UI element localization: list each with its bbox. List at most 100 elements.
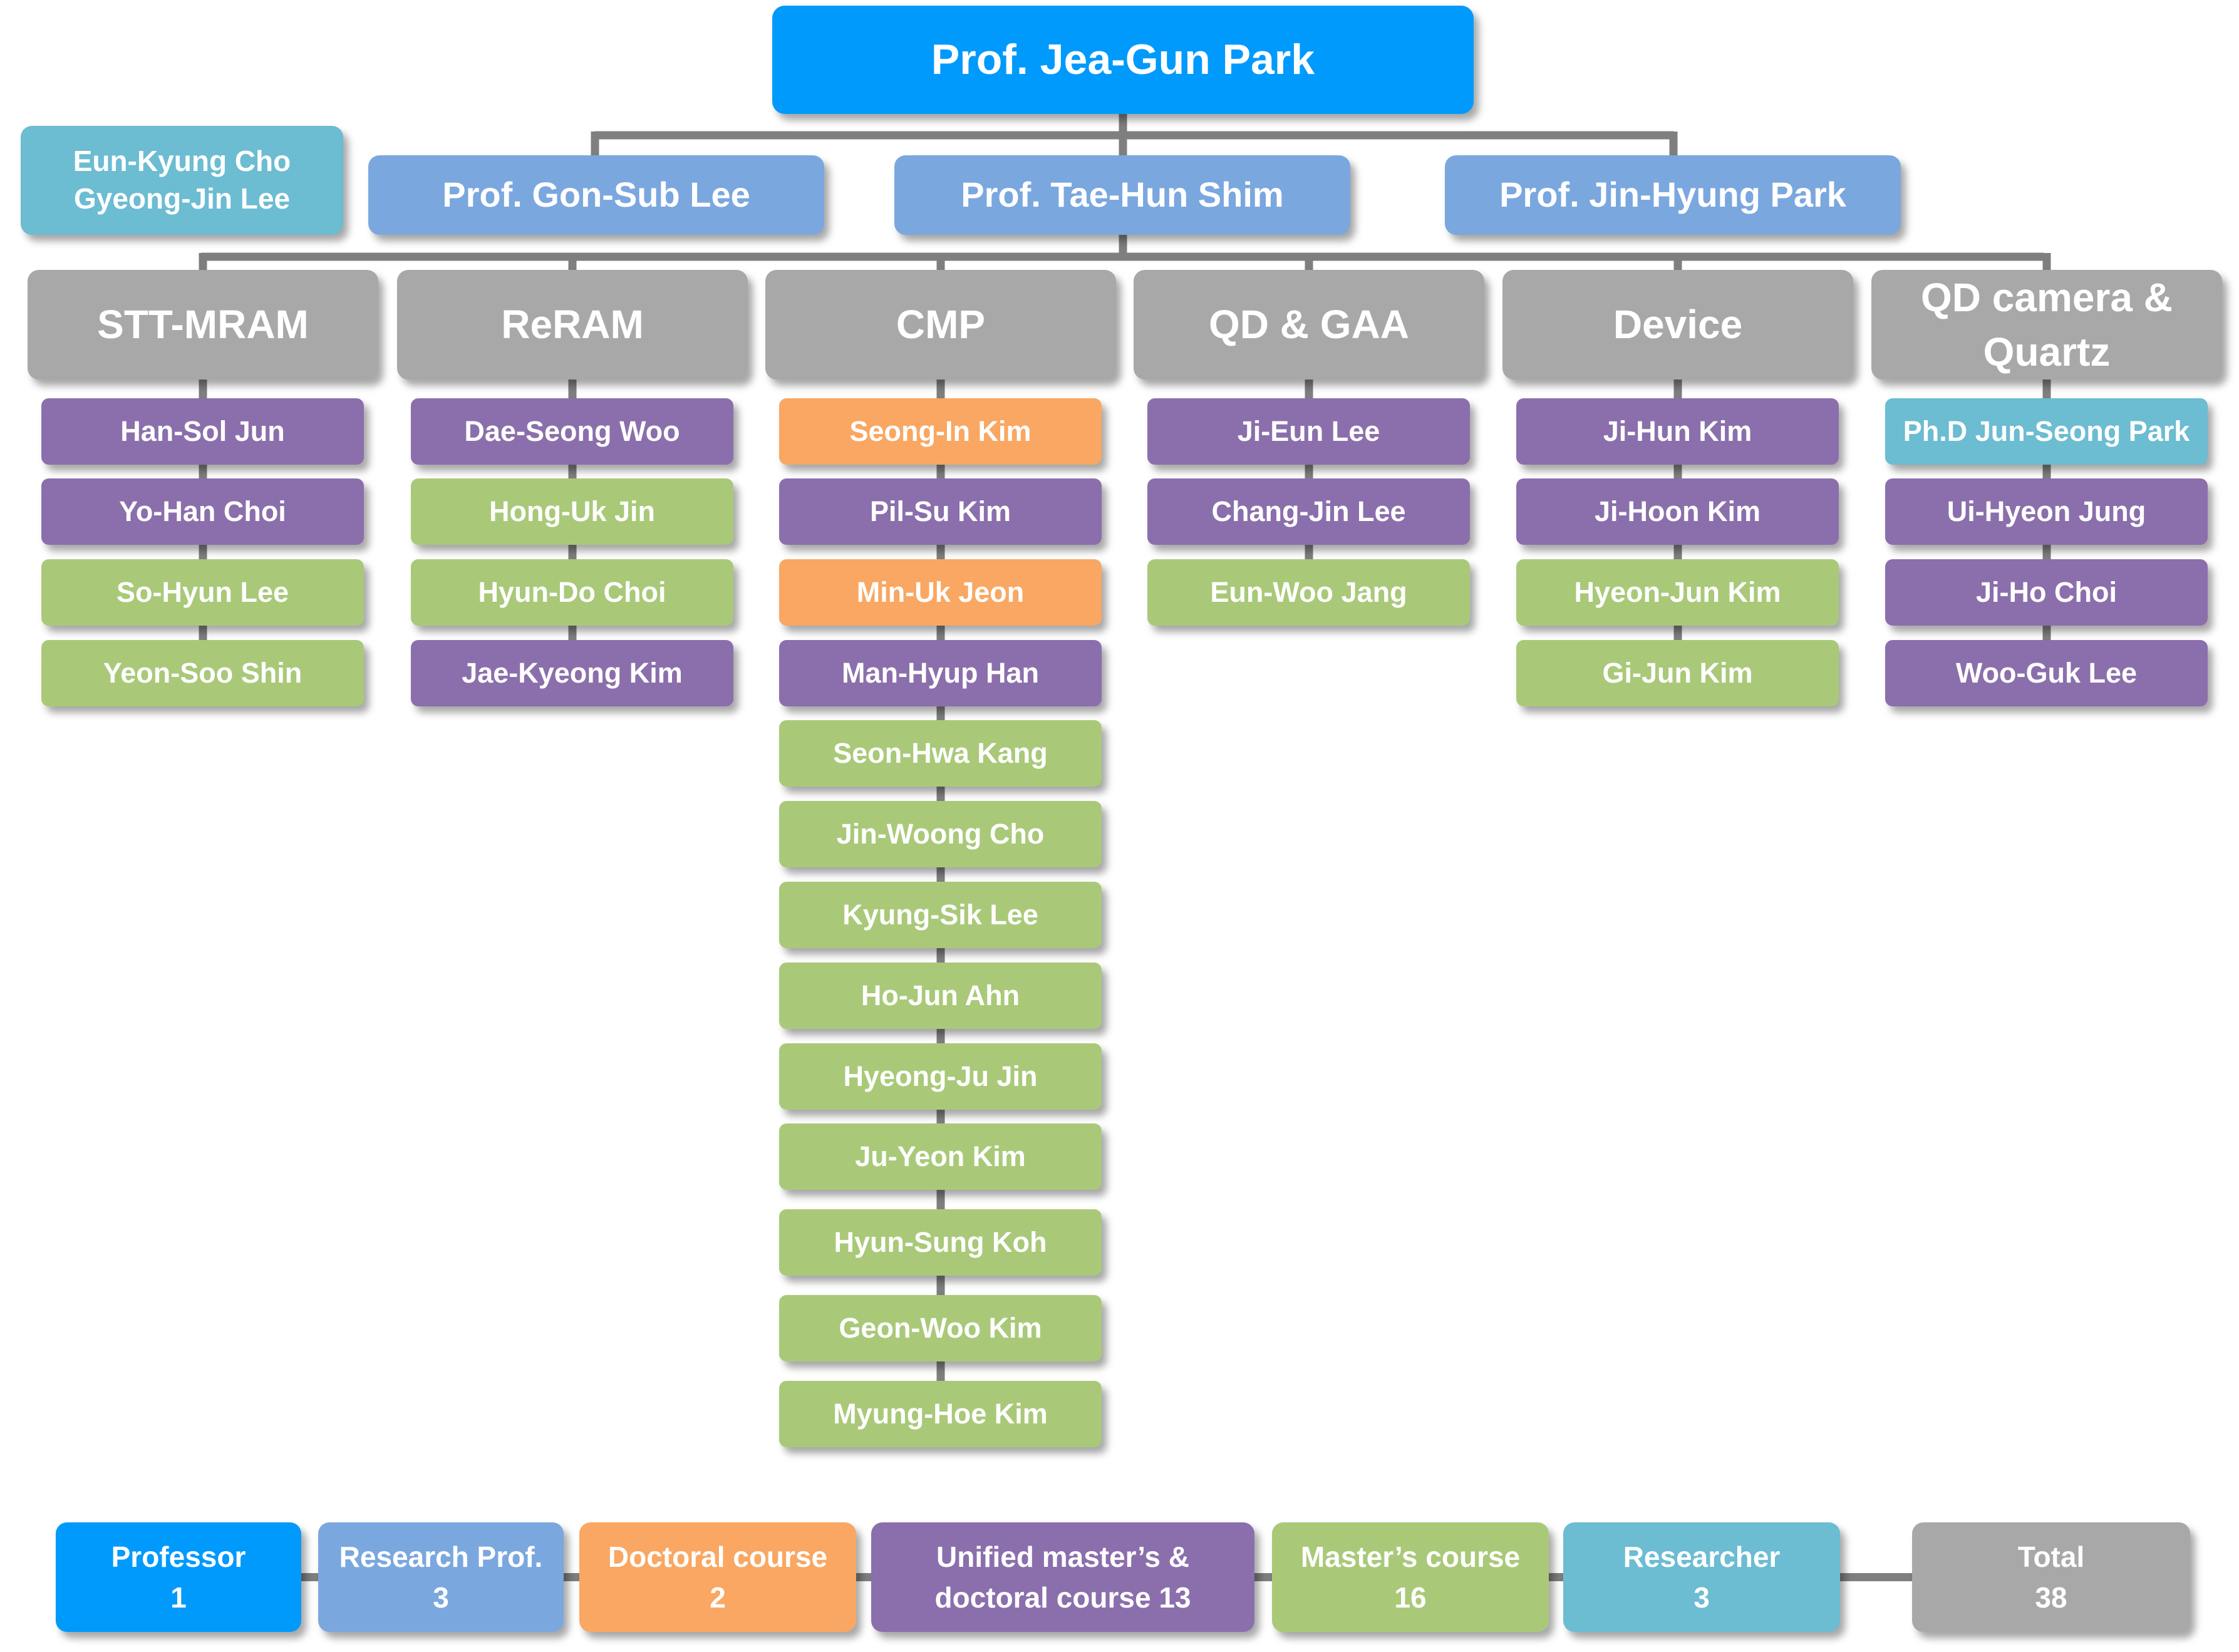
group-header-box: CMP <box>765 270 1116 379</box>
member-name: Min-Uk Jeon <box>856 576 1025 608</box>
research-prof-box: Prof. Gon-Sub Lee <box>368 155 824 235</box>
member-box: Hyeon-Jun Kim <box>1516 559 1839 626</box>
member-name: Ph.D Jun-Seong Park <box>1903 415 2190 447</box>
research-prof-name: Prof. Jin-Hyung Park <box>1499 175 1846 215</box>
group-title: STT-MRAM <box>97 302 309 348</box>
member-name: Han-Sol Jun <box>120 415 285 447</box>
group-header-box: ReRAM <box>397 270 748 379</box>
legend-count: 3 <box>1693 1581 1710 1614</box>
member-box: Ju-Yeon Kim <box>779 1123 1102 1190</box>
member-name: Geon-Woo Kim <box>839 1311 1042 1344</box>
legend-box: Researcher 3 <box>1563 1522 1840 1632</box>
member-name: Ji-Eun Lee <box>1237 415 1380 447</box>
member-box: Ji-Eun Lee <box>1147 398 1470 465</box>
head-professor-name: Prof. Jea-Gun Park <box>931 36 1315 84</box>
member-box: Ji-Hun Kim <box>1516 398 1839 465</box>
member-box: Ui-Hyeon Jung <box>1885 478 2208 545</box>
member-box: Han-Sol Jun <box>41 398 364 465</box>
member-box: Yeon-Soo Shin <box>41 640 364 706</box>
head-professor-box: Prof. Jea-Gun Park <box>772 6 1474 114</box>
group-header-box: STT-MRAM <box>28 270 378 379</box>
legend-count: doctoral course 13 <box>934 1581 1191 1614</box>
research-prof-name: Prof. Gon-Sub Lee <box>442 175 750 215</box>
research-prof-name: Prof. Tae-Hun Shim <box>961 175 1284 215</box>
member-box: Seon-Hwa Kang <box>779 720 1102 787</box>
member-box: So-Hyun Lee <box>41 559 364 626</box>
staff-names: Eun-Kyung Cho Gyeong-Jin Lee <box>73 145 291 215</box>
member-name: Seong-In Kim <box>849 415 1032 447</box>
group-title: Device <box>1613 302 1743 348</box>
member-name: Myung-Hoe Kim <box>833 1397 1048 1430</box>
member-name: Ji-Hoon Kim <box>1595 495 1761 527</box>
member-box: Woo-Guk Lee <box>1885 640 2208 706</box>
member-name: Ji-Ho Choi <box>1976 576 2117 608</box>
member-name: Yo-Han Choi <box>119 495 286 527</box>
member-name: Ji-Hun Kim <box>1603 415 1752 447</box>
member-box: Ph.D Jun-Seong Park <box>1885 398 2208 465</box>
member-name: Gi-Jun Kim <box>1602 656 1753 689</box>
member-name: Seon-Hwa Kang <box>833 736 1048 769</box>
member-box: Hyun-Do Choi <box>411 559 733 626</box>
group-header-box: QD & GAA <box>1134 270 1484 379</box>
group-title: QD & GAA <box>1209 302 1409 348</box>
legend-count: 1 <box>170 1581 187 1614</box>
member-name: Woo-Guk Lee <box>1955 656 2138 689</box>
legend-box: Professor 1 <box>56 1522 301 1632</box>
research-prof-box: Prof. Tae-Hun Shim <box>894 155 1350 235</box>
member-box: Geon-Woo Kim <box>779 1295 1102 1361</box>
member-name: Pil-Su Kim <box>869 495 1011 527</box>
member-box: Hyun-Sung Koh <box>779 1209 1102 1276</box>
legend-label: Master’s course <box>1300 1541 1521 1574</box>
legend-label: Researcher <box>1623 1541 1781 1574</box>
member-box: Jae-Kyeong Kim <box>411 640 733 706</box>
member-box: Eun-Woo Jang <box>1147 559 1470 626</box>
member-name: Ho-Jun Ahn <box>861 979 1020 1011</box>
legend-box: Unified master’s &doctoral course 13 <box>871 1522 1254 1632</box>
member-box: Chang-Jin Lee <box>1147 478 1470 545</box>
member-box: Dae-Seong Woo <box>411 398 733 465</box>
staff-box: Eun-Kyung Cho Gyeong-Jin Lee <box>21 126 343 235</box>
member-name: Yeon-Soo Shin <box>103 656 302 689</box>
group-header-box: QD camera & Quartz <box>1871 270 2222 379</box>
group-header-box: Device <box>1502 270 1853 379</box>
member-box: Kyung-Sik Lee <box>779 882 1102 948</box>
legend-count: 3 <box>433 1581 449 1614</box>
member-name: Chang-Jin Lee <box>1211 495 1406 527</box>
member-box: Jin-Woong Cho <box>779 801 1102 867</box>
legend-label: Professor <box>111 1541 246 1574</box>
member-box: Ho-Jun Ahn <box>779 963 1102 1029</box>
member-box: Yo-Han Choi <box>41 478 364 545</box>
member-name: Hyeon-Jun Kim <box>1574 576 1781 608</box>
legend-box: Research Prof. 3 <box>318 1522 564 1632</box>
member-name: Hyeong-Ju Jin <box>843 1060 1038 1092</box>
member-name: Jae-Kyeong Kim <box>462 656 683 689</box>
legend-label: Total <box>2017 1541 2085 1574</box>
member-name: Dae-Seong Woo <box>464 415 680 447</box>
member-name: Ju-Yeon Kim <box>855 1140 1026 1172</box>
group-title: CMP <box>896 302 986 348</box>
group-title: ReRAM <box>501 302 644 348</box>
legend-count: 38 <box>2035 1581 2067 1614</box>
member-name: So-Hyun Lee <box>116 576 289 608</box>
member-box: Min-Uk Jeon <box>779 559 1102 626</box>
member-box: Man-Hyup Han <box>779 640 1102 706</box>
legend-label: Research Prof. <box>339 1541 543 1574</box>
member-box: Seong-In Kim <box>779 398 1102 465</box>
member-name: Ui-Hyeon Jung <box>1947 495 2146 527</box>
member-name: Man-Hyup Han <box>842 656 1039 689</box>
research-prof-box: Prof. Jin-Hyung Park <box>1445 155 1901 235</box>
member-name: Hyun-Do Choi <box>478 576 666 608</box>
member-box: Hong-Uk Jin <box>411 478 733 545</box>
member-name: Eun-Woo Jang <box>1210 576 1407 608</box>
legend-label: Doctoral course <box>608 1541 828 1574</box>
member-box: Pil-Su Kim <box>779 478 1102 545</box>
member-box: Hyeong-Ju Jin <box>779 1043 1102 1110</box>
member-box: Gi-Jun Kim <box>1516 640 1839 706</box>
member-name: Hyun-Sung Koh <box>834 1226 1047 1258</box>
group-title: QD camera & Quartz <box>1921 275 2173 374</box>
member-name: Jin-Woong Cho <box>836 817 1045 850</box>
